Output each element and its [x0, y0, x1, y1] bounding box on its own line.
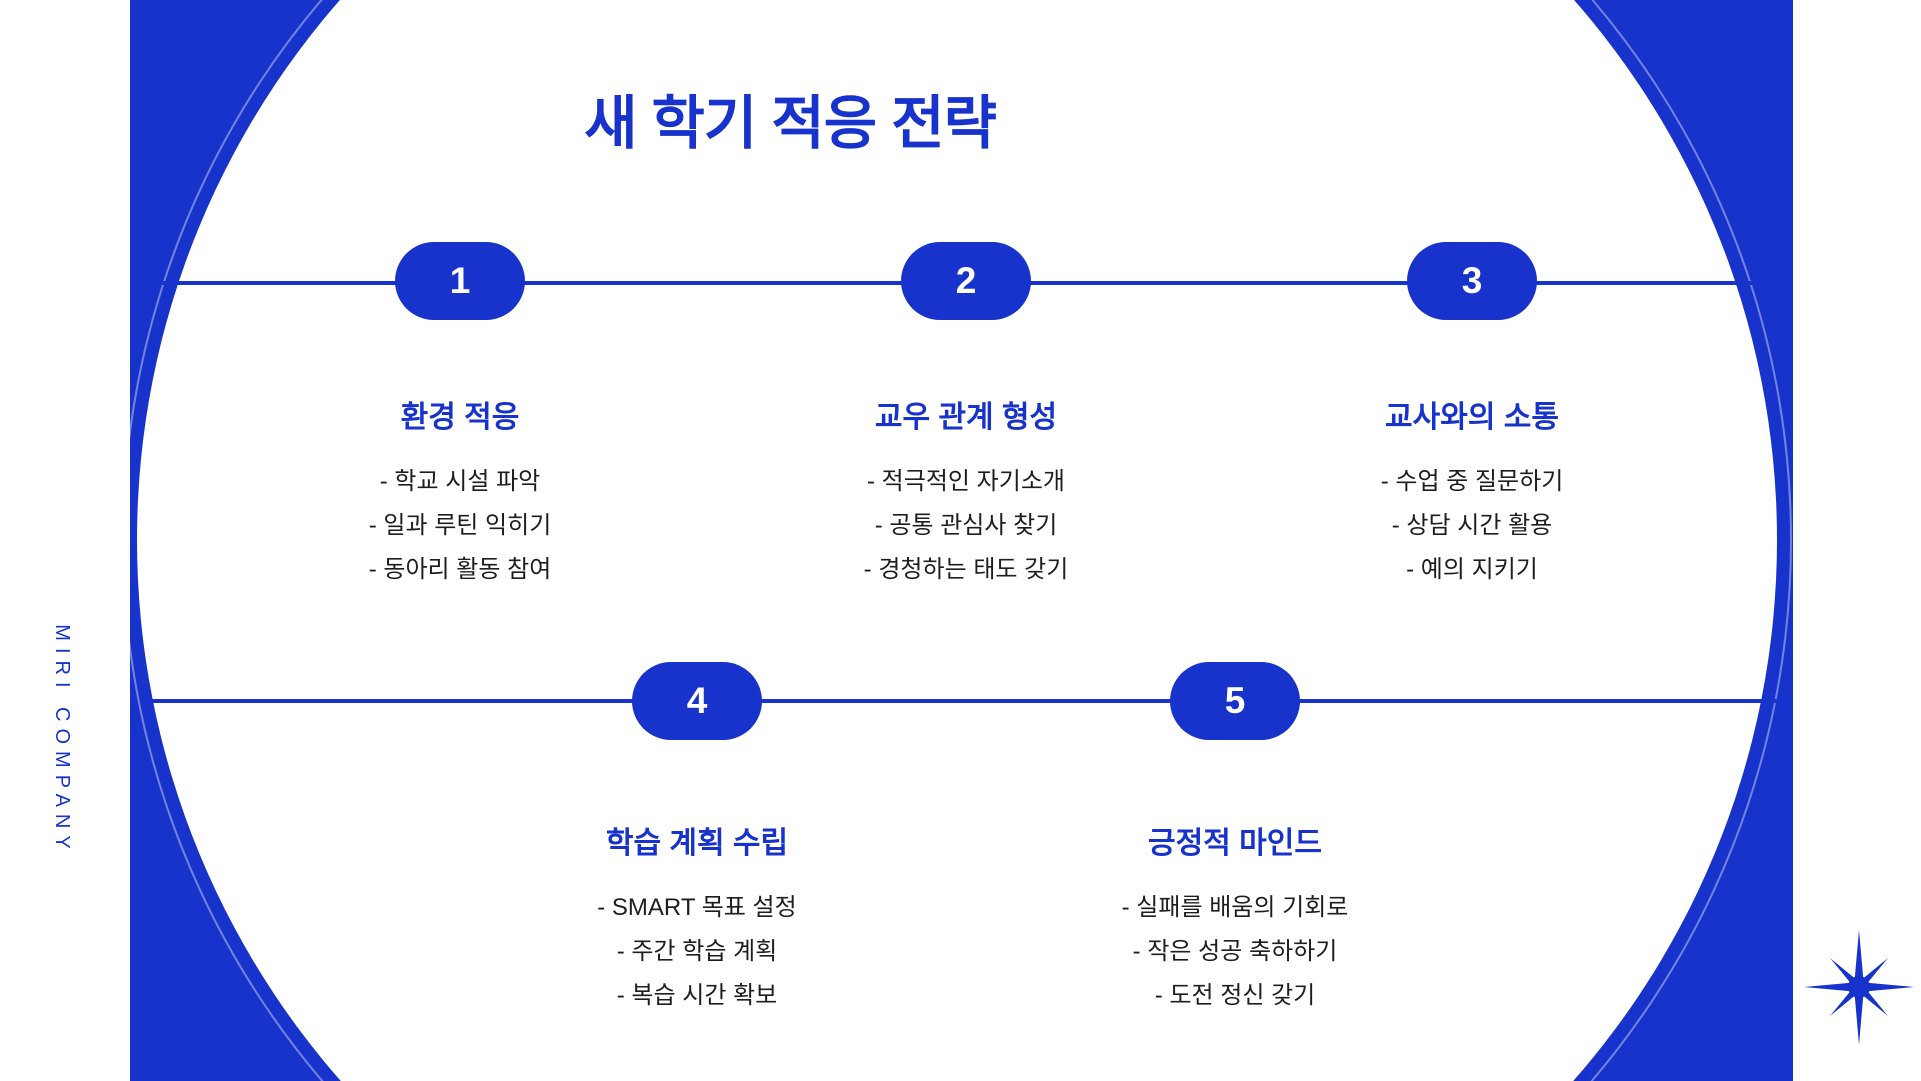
step-item: - 수업 중 질문하기 — [1380, 468, 1564, 495]
step-item: - 동아리 활동 참여 — [368, 556, 552, 583]
step-title: 교우 관계 형성 — [874, 401, 1058, 434]
step-column-2: 교우 관계 형성 - 적극적인 자기소개 - 공통 관심사 찾기 - 경청하는 … — [786, 392, 1146, 592]
step-item: - 상담 시간 활용 — [1391, 512, 1553, 539]
step-badge-2: 2 — [901, 242, 1031, 320]
step-column-1: 환경 적응 - 학교 시설 파악 - 일과 루틴 익히기 - 동아리 활동 참여 — [280, 392, 640, 592]
step-title: 긍정적 마인드 — [1148, 827, 1322, 860]
step-item: - SMART 목표 설정 — [597, 894, 797, 921]
step-item: - 경청하는 태도 갖기 — [863, 556, 1069, 583]
brand-vertical-text: MIRI COMPANY — [51, 624, 73, 856]
step-column-4: 학습 계획 수립 - SMART 목표 설정 - 주간 학습 계획 - 복습 시… — [517, 818, 877, 1018]
sparkle-icon — [1804, 930, 1914, 1045]
step-item: - 작은 성공 축하하기 — [1132, 938, 1338, 965]
step-item: - 학교 시설 파악 — [379, 468, 541, 495]
timeline-row2-line — [140, 699, 1792, 703]
step-title: 교사와의 소통 — [1385, 401, 1559, 434]
step-column-3: 교사와의 소통 - 수업 중 질문하기 - 상담 시간 활용 - 예의 지키기 — [1292, 392, 1652, 592]
step-item: - 일과 루틴 익히기 — [368, 512, 552, 539]
step-item: - 실패를 배움의 기회로 — [1121, 894, 1349, 921]
step-title: 환경 적응 — [400, 401, 520, 434]
step-item: - 공통 관심사 찾기 — [874, 512, 1058, 539]
step-badge-4: 4 — [632, 662, 762, 740]
step-item: - 예의 지키기 — [1406, 556, 1538, 583]
step-badge-5: 5 — [1170, 662, 1300, 740]
step-item: - 적극적인 자기소개 — [867, 468, 1065, 495]
step-title: 학습 계획 수립 — [605, 827, 789, 860]
step-badge-1: 1 — [395, 242, 525, 320]
step-item: - 도전 정신 갖기 — [1154, 982, 1316, 1009]
step-item: - 주간 학습 계획 — [616, 938, 778, 965]
step-badge-3: 3 — [1407, 242, 1537, 320]
page-title: 새 학기 적응 전략 — [584, 91, 997, 156]
step-item: - 복습 시간 확보 — [616, 982, 778, 1009]
step-column-5: 긍정적 마인드 - 실패를 배움의 기회로 - 작은 성공 축하하기 - 도전 … — [1055, 818, 1415, 1018]
